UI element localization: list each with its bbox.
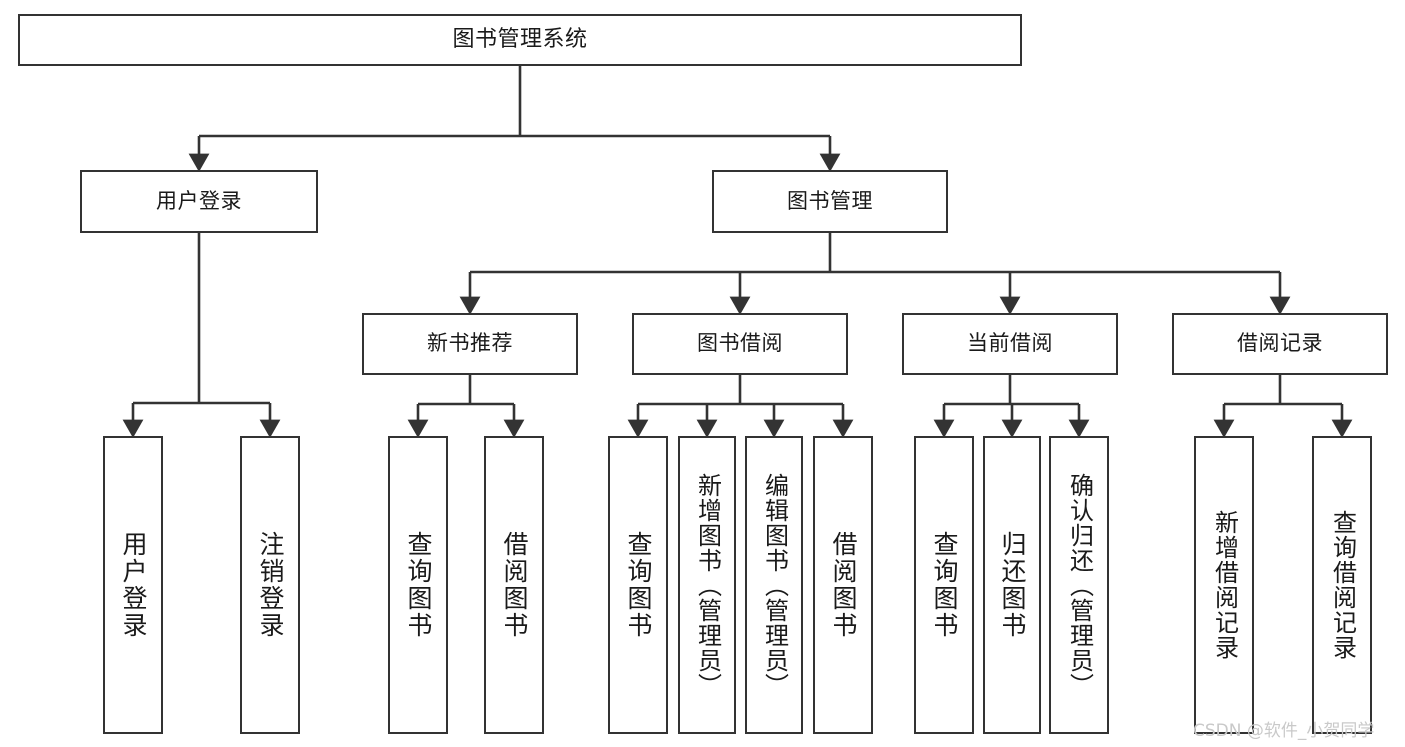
node-leaf-query-book-1[interactable]: 查询图书 (388, 436, 448, 734)
node-leaf-return-book[interactable]: 归还图书 (983, 436, 1041, 734)
node-leaf-user-login[interactable]: 用户登录 (103, 436, 163, 734)
node-label: 借阅图书 (829, 531, 858, 639)
node-label: 查询图书 (404, 531, 433, 639)
node-user-login[interactable]: 用户登录 (80, 170, 318, 233)
node-leaf-add-record[interactable]: 新增借阅记录 (1194, 436, 1254, 734)
node-current-borrow[interactable]: 当前借阅 (902, 313, 1118, 375)
node-label: 当前借阅 (967, 331, 1053, 356)
node-label: 用户登录 (119, 531, 148, 639)
node-book-manage[interactable]: 图书管理 (712, 170, 948, 233)
node-label: 注销登录 (256, 531, 285, 639)
node-label: 借阅图书 (500, 531, 529, 639)
node-leaf-borrow-book-1[interactable]: 借阅图书 (484, 436, 544, 734)
node-label: 新增借阅记录 (1210, 510, 1239, 660)
node-leaf-user-logout[interactable]: 注销登录 (240, 436, 300, 734)
node-label: 编辑图书（管理员） (760, 472, 789, 698)
node-label: 确认归还（管理员） (1065, 472, 1094, 698)
node-book-borrow[interactable]: 图书借阅 (632, 313, 848, 375)
node-label: 查询借阅记录 (1328, 510, 1357, 660)
node-borrow-record[interactable]: 借阅记录 (1172, 313, 1388, 375)
node-label: 图书借阅 (697, 331, 783, 356)
node-leaf-borrow-book-2[interactable]: 借阅图书 (813, 436, 873, 734)
node-new-book-recommend[interactable]: 新书推荐 (362, 313, 578, 375)
node-label: 新增图书（管理员） (693, 472, 722, 698)
node-label: 借阅记录 (1237, 331, 1323, 356)
csdn-watermark: CSDN @软件_小贺同学 (1193, 721, 1375, 741)
node-leaf-query-record[interactable]: 查询借阅记录 (1312, 436, 1372, 734)
node-leaf-edit-book[interactable]: 编辑图书（管理员） (745, 436, 803, 734)
node-leaf-confirm-return[interactable]: 确认归还（管理员） (1049, 436, 1109, 734)
node-root-system[interactable]: 图书管理系统 (18, 14, 1022, 66)
node-leaf-query-book-2[interactable]: 查询图书 (608, 436, 668, 734)
node-label: 图书管理 (787, 188, 873, 213)
node-leaf-add-book[interactable]: 新增图书（管理员） (678, 436, 736, 734)
node-label: 用户登录 (156, 188, 242, 213)
node-label: 图书管理系统 (452, 26, 588, 52)
node-label: 归还图书 (998, 531, 1027, 639)
node-label: 新书推荐 (427, 331, 513, 356)
node-label: 查询图书 (930, 531, 959, 639)
node-label: 查询图书 (624, 531, 653, 639)
node-leaf-query-book-3[interactable]: 查询图书 (914, 436, 974, 734)
